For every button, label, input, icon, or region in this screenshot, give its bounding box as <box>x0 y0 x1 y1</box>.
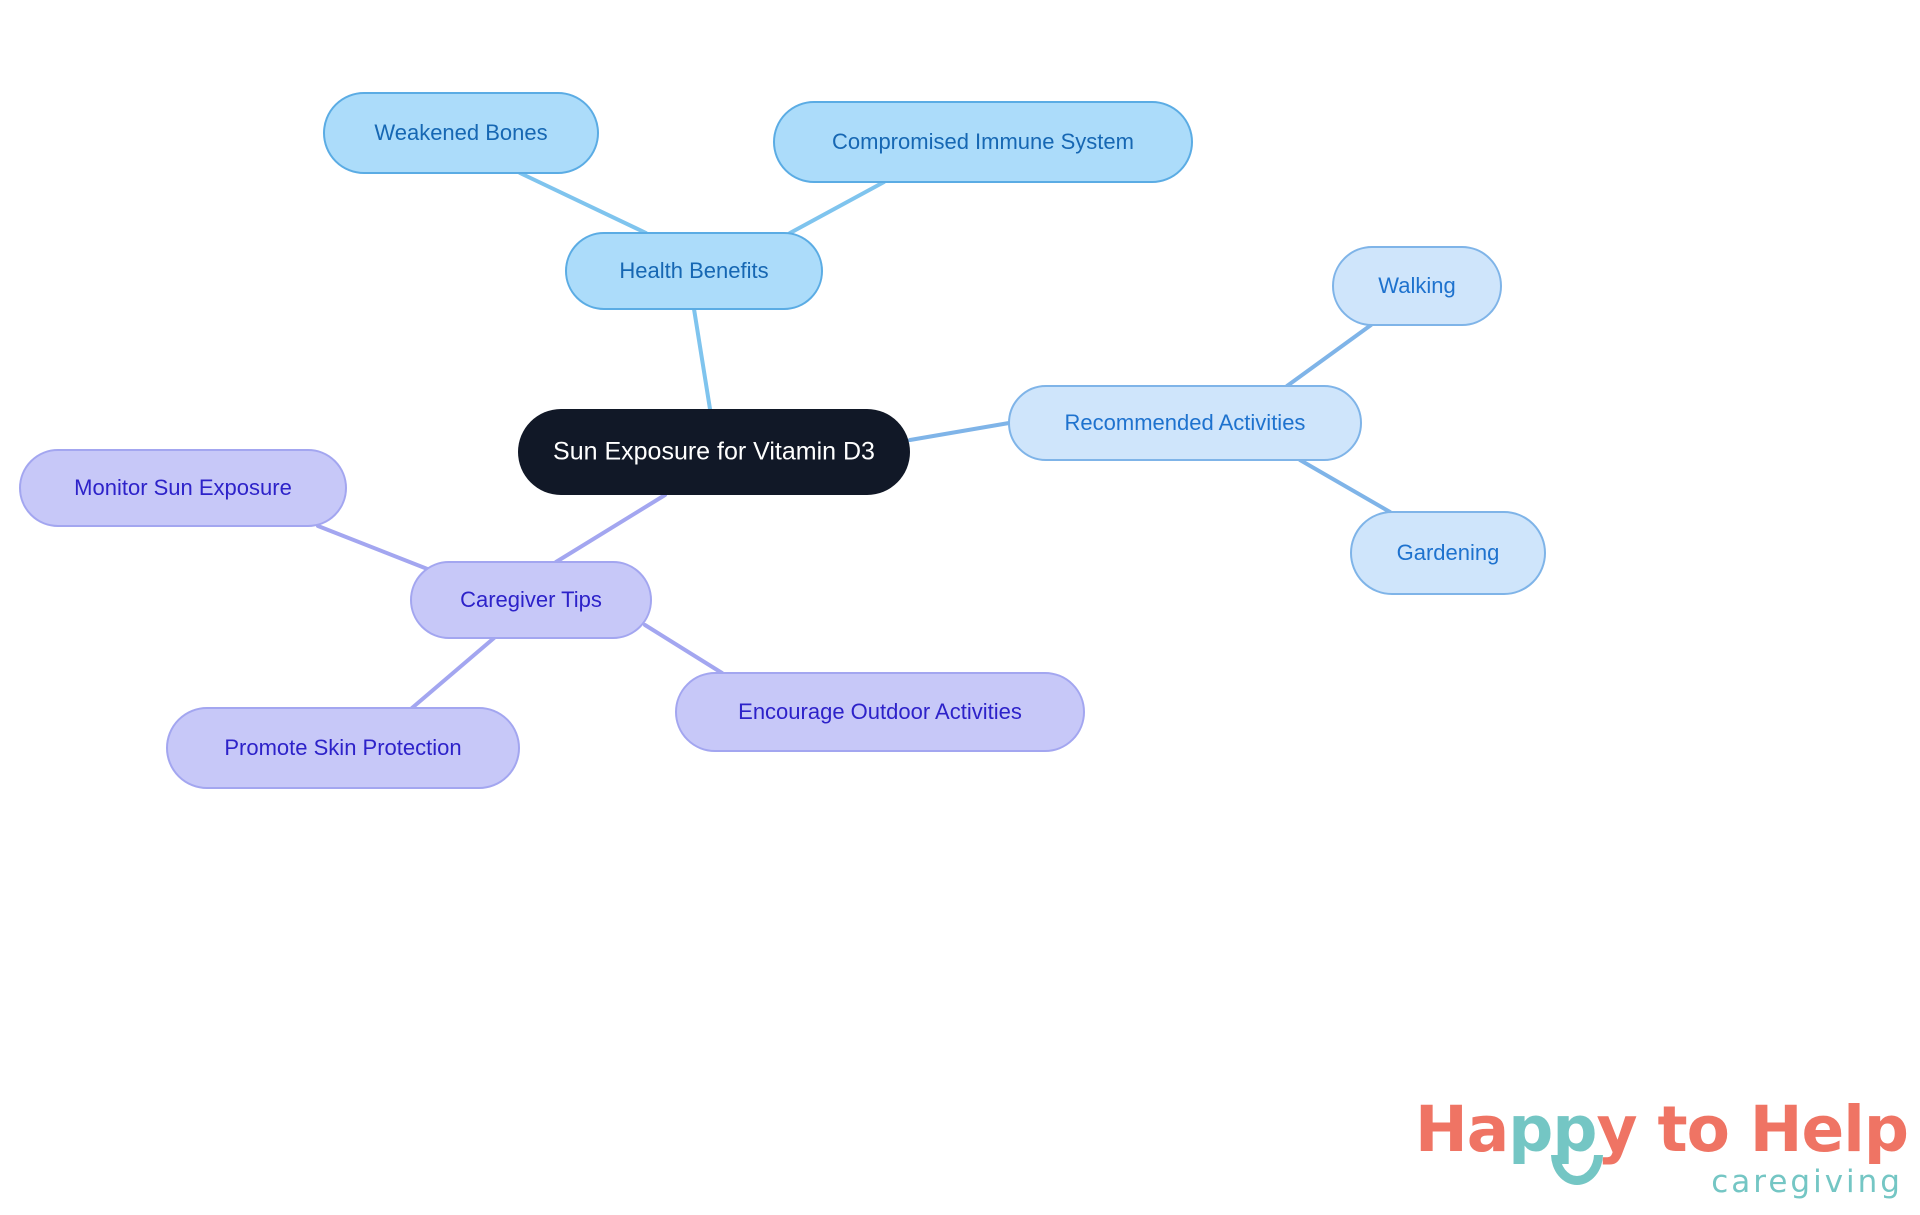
connector-root-to-recommended-activities <box>908 421 1011 442</box>
connector-health-benefits-to-compromised-immune-system <box>788 180 886 235</box>
connector-caregiver-tips-to-monitor-sun-exposure <box>316 524 432 572</box>
node-label-walking: Walking <box>1378 273 1455 298</box>
node-label-gardening: Gardening <box>1397 540 1500 565</box>
brand-logo: Happy to Help caregiving <box>1415 1098 1909 1210</box>
logo-text-y: y <box>1596 1093 1637 1166</box>
mindmap-node-walking[interactable]: Walking <box>1332 246 1502 326</box>
mindmap-node-caregiver-tips[interactable]: Caregiver Tips <box>410 561 652 639</box>
connector-health-benefits-to-weakened-bones <box>518 171 648 235</box>
connector-caregiver-tips-to-encourage-outdoor-activities <box>643 623 724 675</box>
node-shape-caregiver-tips <box>410 561 652 639</box>
logo-subword: caregiving <box>1711 1164 1903 1200</box>
node-label-weakened-bones: Weakened Bones <box>374 120 547 145</box>
node-shape-monitor-sun-exposure <box>19 449 347 527</box>
smile-arc-icon <box>1551 1155 1613 1189</box>
node-shape-health-benefits <box>565 232 823 310</box>
mindmap-node-compromised-immune-system[interactable]: Compromised Immune System <box>773 101 1193 183</box>
node-label-monitor-sun-exposure: Monitor Sun Exposure <box>74 475 292 500</box>
node-label-recommended-activities: Recommended Activities <box>1065 410 1306 435</box>
mindmap-node-encourage-outdoor-activities[interactable]: Encourage Outdoor Activities <box>675 672 1085 752</box>
logo-text-to-help: to Help <box>1636 1093 1909 1166</box>
node-shape-encourage-outdoor-activities <box>675 672 1085 752</box>
connector-root-to-caregiver-tips <box>554 493 667 564</box>
node-label-encourage-outdoor-activities: Encourage Outdoor Activities <box>738 699 1022 724</box>
mindmap-node-recommended-activities[interactable]: Recommended Activities <box>1008 385 1362 461</box>
node-shape-gardening <box>1350 511 1546 595</box>
node-shape-recommended-activities <box>1008 385 1362 461</box>
connector-root-to-health-benefits <box>692 307 712 411</box>
node-shape-weakened-bones <box>323 92 599 174</box>
node-shape-compromised-immune-system <box>773 101 1193 183</box>
nodes-layer: Weakened Bones Compromised Immune SystemH… <box>19 92 1546 789</box>
mindmap-node-health-benefits[interactable]: Health Benefits <box>565 232 823 310</box>
connector-recommended-activities-to-gardening <box>1298 458 1392 514</box>
logo-text-ha: Ha <box>1415 1093 1509 1166</box>
mindmap-node-monitor-sun-exposure[interactable]: Monitor Sun Exposure <box>19 449 347 527</box>
node-shape-root <box>518 409 910 495</box>
node-label-root: Sun Exposure for Vitamin D3 <box>553 438 875 466</box>
logo-wordmark: Happy to Help <box>1415 1098 1909 1161</box>
connectors-layer <box>316 171 1392 710</box>
logo-text-pp: pp <box>1508 1093 1597 1166</box>
mindmap-node-weakened-bones[interactable]: Weakened Bones <box>323 92 599 174</box>
node-shape-walking <box>1332 246 1502 326</box>
node-label-compromised-immune-system: Compromised Immune System <box>832 129 1134 154</box>
node-label-caregiver-tips: Caregiver Tips <box>460 587 602 612</box>
node-shape-promote-skin-protection <box>166 707 520 789</box>
node-label-health-benefits: Health Benefits <box>619 258 768 283</box>
connector-recommended-activities-to-walking <box>1285 323 1373 388</box>
mindmap-node-promote-skin-protection[interactable]: Promote Skin Protection <box>166 707 520 789</box>
mindmap-node-root[interactable]: Sun Exposure for Vitamin D3 <box>518 409 910 495</box>
connector-caregiver-tips-to-promote-skin-protection <box>410 636 496 710</box>
mindmap-node-gardening[interactable]: Gardening <box>1350 511 1546 595</box>
node-label-promote-skin-protection: Promote Skin Protection <box>224 735 461 760</box>
